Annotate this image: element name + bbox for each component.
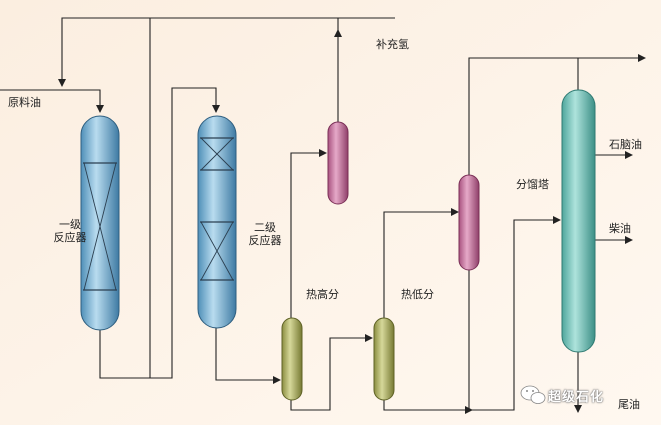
feed-oil-label: 原料油 — [8, 96, 41, 109]
hhps-vapor-line — [290, 149, 327, 318]
hot-lp-separator-label: 热低分 — [401, 288, 434, 301]
diesel-label: 柴油 — [609, 222, 631, 235]
reactor1-label-line2: 反应器 — [53, 231, 87, 244]
naphtha-label: 石脑油 — [609, 138, 642, 151]
reactor-1 — [80, 115, 120, 331]
reactor1-label: 一级 反应器 — [50, 218, 90, 244]
recycle-hydrogen-line — [58, 17, 395, 87]
piping — [0, 17, 646, 414]
hot-lp-separator — [373, 317, 395, 401]
hot-hp-separator-label: 热高分 — [306, 288, 339, 301]
bottom-product-label: 尾油 — [618, 398, 640, 411]
fractionator-column — [561, 89, 596, 353]
hlps-liquid-line — [383, 400, 473, 414]
reactor2-label-line1: 二级 — [254, 221, 276, 234]
separator-vapor-line — [468, 54, 646, 175]
feed-oil-line — [0, 89, 104, 113]
reactor2-label-line2: 反应器 — [248, 234, 282, 247]
reactor2-label: 二级 反应器 — [245, 221, 285, 247]
fractionator-label: 分馏塔 — [516, 178, 549, 191]
reactor1-label-line1: 一级 — [59, 218, 81, 231]
make-up-hydrogen-label: 补充氢 — [376, 38, 409, 51]
reactor1-outlet-line — [99, 330, 150, 379]
fractionator-feed-line — [472, 216, 561, 411]
reactor2-inlet-line — [150, 87, 220, 379]
hhps-liquid-line — [290, 334, 373, 411]
watermark-text: 超级石化 — [548, 390, 605, 405]
wechat-icon — [520, 385, 546, 404]
reactor-2 — [197, 115, 237, 329]
reactor2-outlet-line — [215, 328, 281, 384]
hydrogen-vessel — [327, 121, 349, 205]
hlps-vapor-line — [383, 208, 459, 318]
hot-hp-separator — [281, 317, 303, 401]
flash-separator — [458, 174, 480, 271]
